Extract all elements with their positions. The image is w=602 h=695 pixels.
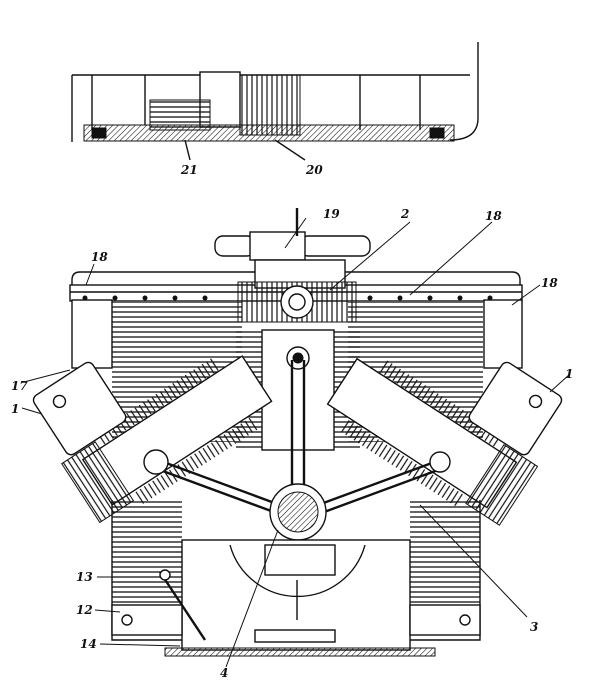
callout-17: 17 [11,379,28,393]
callout-18-top-right: 18 [485,209,502,223]
callout-18-left: 18 [91,250,108,264]
callout-13: 13 [76,570,93,584]
callout-14: 14 [80,637,97,651]
callout-2: 2 [401,207,410,221]
main-cross-section [21,208,571,668]
callout-4: 4 [220,666,229,680]
callout-12: 12 [76,603,93,617]
callout-21: 21 [181,163,198,177]
callout-1-left: 1 [11,402,20,416]
callout-20: 20 [306,163,323,177]
callout-19: 19 [323,207,340,221]
callout-18-right: 18 [541,276,558,290]
callout-3: 3 [530,620,539,634]
top-partial-view [71,42,479,161]
callout-1-right: 1 [565,367,574,381]
